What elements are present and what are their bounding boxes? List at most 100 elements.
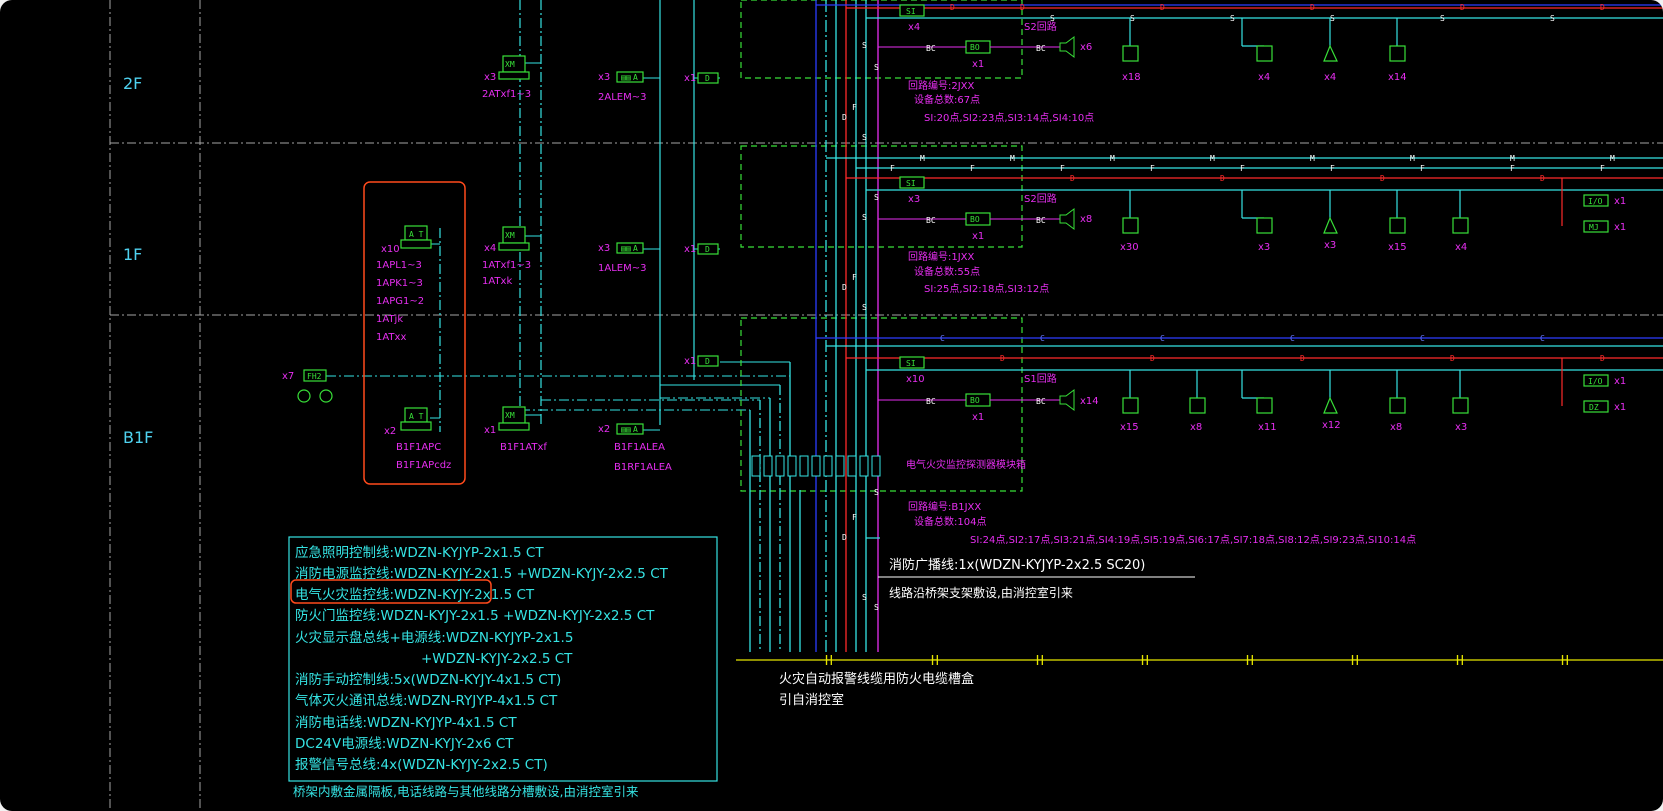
bo-count: x1: [972, 412, 984, 423]
svg-text:H: H: [1351, 654, 1359, 669]
bo-count: x1: [972, 231, 984, 242]
svg-text:D: D: [1450, 354, 1455, 363]
svg-text:▤▤: ▤▤: [621, 425, 631, 434]
xm-symbol: XM: [498, 406, 530, 431]
svg-text:BC: BC: [1036, 216, 1046, 225]
legend-box: [288, 536, 718, 782]
io-count: x1: [1614, 222, 1626, 233]
floor-label-2f: 2F: [123, 74, 142, 93]
a-count: x3: [598, 72, 610, 83]
legend-item: 火灾显示盘总线+电源线:WDZN-KYJYP-2x1.5: [295, 629, 573, 646]
apc-label: B1F1APcdz: [396, 460, 451, 471]
row-summary: 设备总数:104点: [914, 515, 986, 528]
svg-text:C: C: [1040, 334, 1045, 343]
svg-text:S: S: [1050, 14, 1055, 23]
io-module-label: I/O: [1588, 197, 1603, 206]
module-row: [751, 455, 881, 477]
speaker-count: x6: [1080, 42, 1092, 53]
svg-text:M: M: [1410, 154, 1415, 163]
a-symbol: ▤▤A: [616, 423, 644, 435]
d-count: x1: [684, 244, 696, 255]
mj-module-label: MJ: [1589, 223, 1599, 232]
svg-text:S: S: [862, 41, 867, 50]
svg-text:F: F: [1330, 164, 1335, 173]
device-count: x18: [1122, 72, 1141, 83]
bus-label: 引自消控室: [779, 692, 844, 708]
zone-label: S2回路: [1024, 192, 1057, 205]
row-1f-field-devices: [1122, 178, 1609, 234]
d-count: x1: [684, 356, 696, 367]
apc-symbol-b1f: A T: [400, 407, 432, 431]
legend-item: DC24V电源线:WDZN-KYJY-2x6 CT: [295, 736, 514, 752]
device-count: x15: [1120, 422, 1139, 433]
legend-item: 消防手动控制线:5x(WDZN-KYJY-4x1.5 CT): [295, 672, 561, 688]
io-count: x1: [1614, 402, 1626, 413]
apc-panel-highlight: [363, 181, 466, 485]
svg-text:D: D: [1070, 174, 1075, 183]
legend-item: 消防电话线:WDZN-KYJYP-4x1.5 CT: [295, 715, 517, 731]
svg-text:D: D: [842, 283, 847, 292]
svg-text:BO: BO: [970, 396, 980, 405]
bo-count: x1: [972, 59, 984, 70]
apc-label: 1ATxx: [376, 332, 406, 343]
svg-text:M: M: [1610, 154, 1615, 163]
svg-text:▤▤: ▤▤: [621, 244, 631, 253]
svg-text:D: D: [842, 533, 847, 542]
device-count: x4: [1258, 72, 1270, 83]
svg-text:D: D: [1600, 3, 1605, 12]
svg-text:M: M: [1310, 154, 1315, 163]
svg-text:D: D: [1300, 354, 1305, 363]
row-2f-devices: SI BO BC BC: [878, 4, 1075, 58]
svg-text:BC: BC: [1036, 44, 1046, 53]
svg-text:C: C: [1290, 334, 1295, 343]
broadcast-line: 消防广播线:1x(WDZN-KYJYP-2x2.5 SC20): [889, 557, 1145, 573]
svg-text:H: H: [931, 654, 939, 669]
svg-text:FH2: FH2: [307, 372, 322, 381]
legend-item: 应急照明控制线:WDZN-KYJYP-2x1.5 CT: [295, 544, 544, 561]
fh2-count: x7: [282, 371, 294, 382]
svg-text:D: D: [950, 3, 955, 12]
xm-symbol: XM: [498, 55, 530, 80]
svg-text:D: D: [705, 245, 710, 254]
svg-text:F: F: [852, 273, 857, 282]
svg-text:D: D: [1000, 354, 1005, 363]
legend-footer: 桥架内敷金属隔板,电话线路与其他线路分槽敷设,由消控室引来: [293, 784, 639, 799]
legend-item: 气体灭火通讯总线:WDZN-RYJYP-4x1.5 CT: [295, 693, 558, 709]
broadcast-note: 线路沿桥架支架敷设,由消控室引来: [889, 585, 1073, 600]
svg-text:F: F: [1150, 164, 1155, 173]
legend-item: +WDZN-KYJY-2x2.5 CT: [421, 651, 573, 667]
svg-text:H: H: [1561, 654, 1569, 669]
floor-label-b1f: B1F: [123, 428, 153, 447]
svg-text:SI: SI: [906, 359, 916, 368]
svg-text:H: H: [1141, 654, 1149, 669]
apc-count-1f: x10: [381, 244, 400, 255]
svg-text:F: F: [970, 164, 975, 173]
svg-text:D: D: [842, 113, 847, 122]
row-summary: 回路编号:2JXX: [908, 79, 975, 92]
legend-item: 报警信号总线:4x(WDZN-KYJY-2x2.5 CT): [295, 757, 548, 773]
horizontal-buses: [736, 4, 1663, 661]
svg-text:D: D: [1150, 354, 1155, 363]
svg-text:S: S: [1550, 14, 1555, 23]
device-count: x30: [1120, 242, 1139, 253]
row-summary-long: SI:24点,SI2:17点,SI3:21点,SI4:19点,SI5:19点,S…: [970, 534, 1416, 546]
svg-text:BO: BO: [970, 43, 980, 52]
device-count: x12: [1322, 420, 1341, 431]
svg-text:A: A: [633, 73, 638, 82]
xm-count: x4: [484, 243, 496, 254]
device-count: x8: [1390, 422, 1402, 433]
svg-text:M: M: [1510, 154, 1515, 163]
row-summary: 设备总数:55点: [914, 265, 980, 278]
svg-text:SI: SI: [906, 179, 916, 188]
row-2f-field-devices: [1122, 18, 1406, 62]
svg-text:M: M: [1210, 154, 1215, 163]
apc-label: 1APK1~3: [376, 278, 423, 289]
apc-label: B1F1APC: [396, 442, 441, 453]
svg-text:A T: A T: [409, 412, 424, 421]
trunk-risers: [749, 0, 879, 652]
a-symbol: ▤▤A: [616, 242, 644, 254]
svg-text:S: S: [862, 303, 867, 312]
apc-symbol-1f: A T: [400, 225, 432, 249]
